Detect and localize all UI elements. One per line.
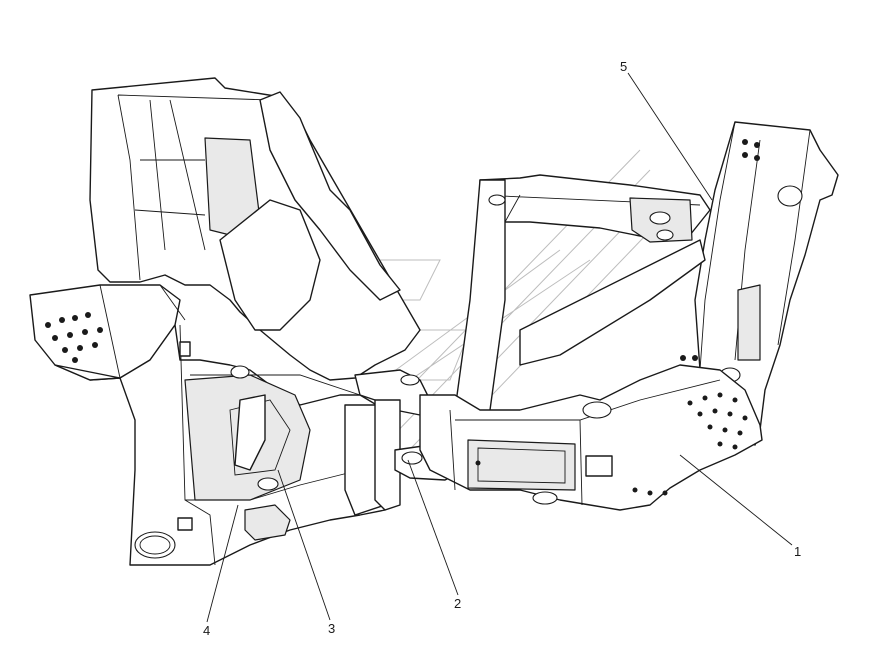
- callout-3: 3: [328, 621, 335, 636]
- flange-holes: [45, 312, 103, 363]
- leader-2: [407, 459, 459, 596]
- callout-1: 1: [794, 544, 801, 559]
- front-frame: [419, 121, 839, 511]
- callout-labels: 1 2 3 4 5: [203, 59, 801, 638]
- inspection-panel: [467, 439, 576, 491]
- leader-1: [679, 454, 793, 546]
- callout-4: 4: [203, 623, 210, 638]
- leader-5: [627, 72, 713, 201]
- rear-frame: [29, 77, 421, 566]
- leader-lines: [206, 72, 793, 623]
- callout-5: 5: [620, 59, 627, 74]
- side-plate-holes: [687, 392, 748, 450]
- leader-3: [277, 469, 331, 621]
- leader-4: [206, 504, 239, 623]
- callout-2: 2: [454, 596, 461, 611]
